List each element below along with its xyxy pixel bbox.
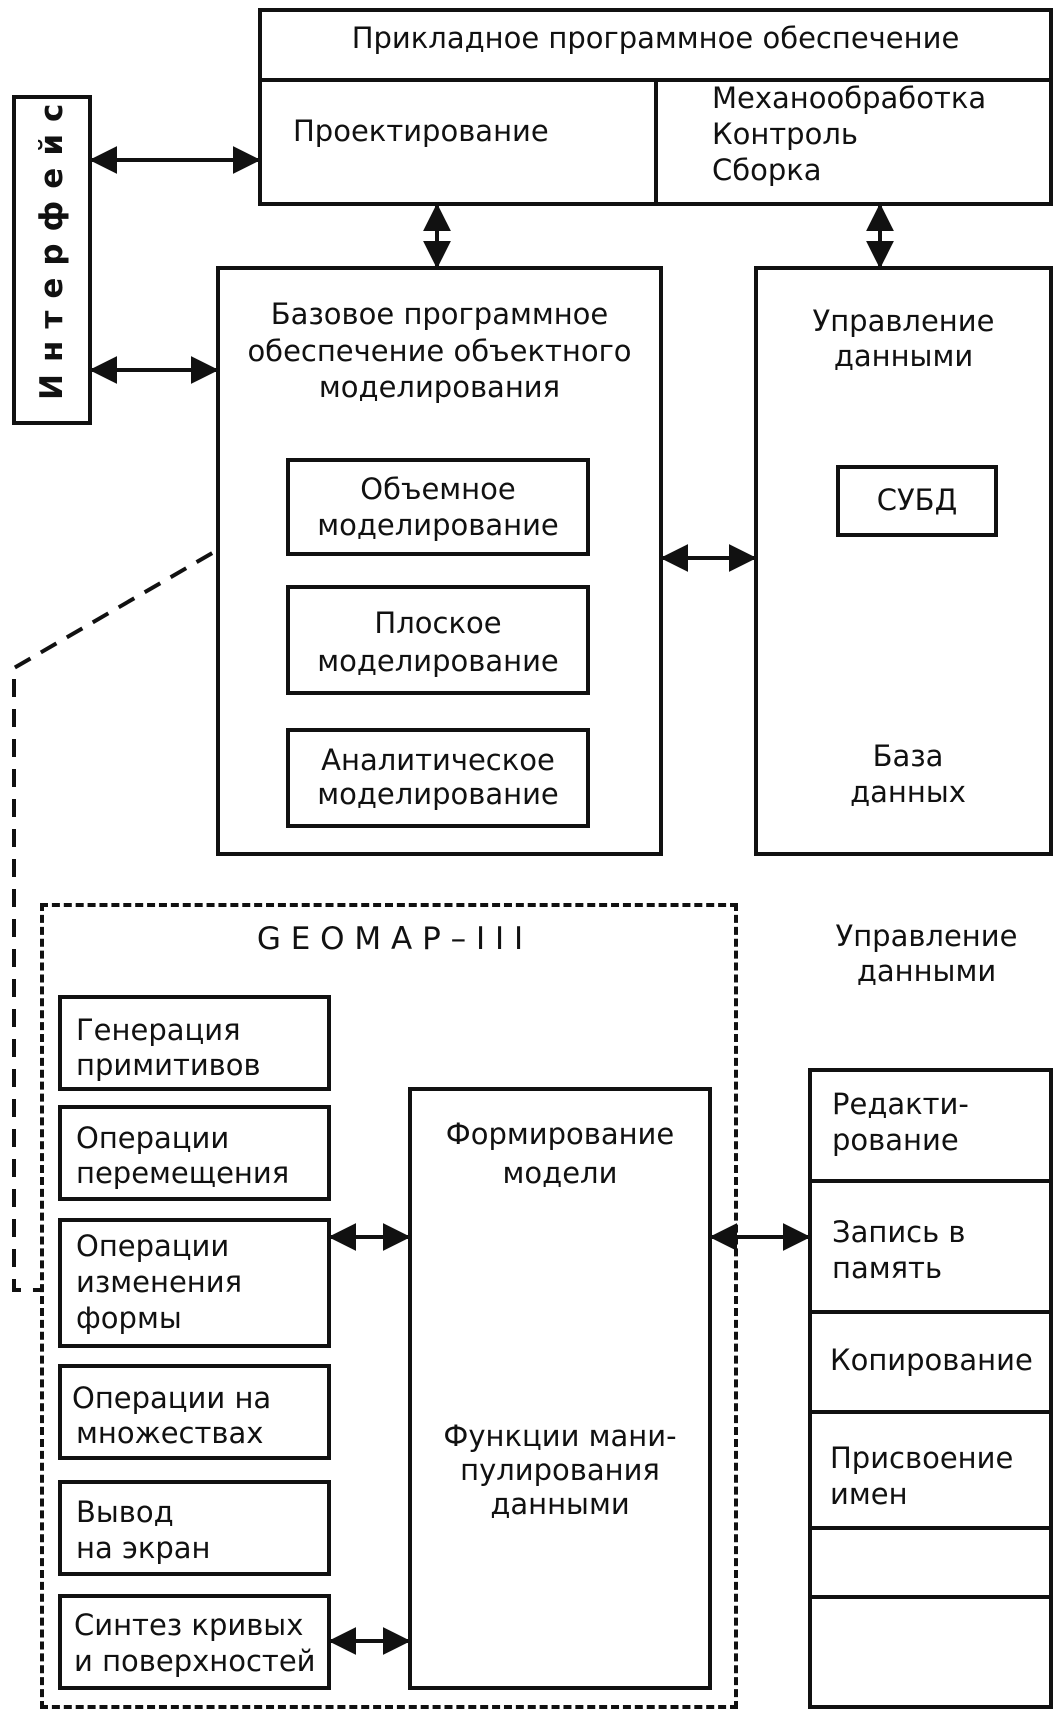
primitives-line2: примитивов	[76, 1048, 261, 1082]
shape-ops-line3: формы	[76, 1301, 182, 1335]
applied-software-title: Прикладное программное обеспечение	[351, 21, 960, 55]
right-panel-box	[808, 1068, 1053, 1709]
shape-ops-line1: Операции	[76, 1229, 230, 1263]
primitives-box	[58, 995, 331, 1091]
set-ops-line2: множествах	[76, 1416, 264, 1450]
base-title-line1: Базовое программное	[270, 297, 609, 331]
primitives-line1: Генерация	[76, 1013, 241, 1047]
synthesis-line1: Синтез кривых	[74, 1608, 304, 1642]
database-line1: База	[872, 739, 944, 773]
right-title-line2: данными	[856, 954, 997, 988]
move-ops-line1: Операции	[76, 1121, 230, 1155]
manipulation-line2: пулирования	[460, 1453, 660, 1487]
set-ops-box	[58, 1364, 331, 1460]
flat-modeling-line2: моделирование	[317, 644, 559, 678]
copying-label: Копирование	[830, 1343, 1033, 1377]
shape-ops-line2: изменения	[76, 1265, 243, 1299]
interface-label: Интерфейс	[34, 91, 70, 400]
applied-software-box	[258, 8, 1053, 206]
right-title-line1: Управление	[835, 919, 1018, 953]
volume-modeling-box	[286, 458, 590, 556]
assembly-label: Сборка	[712, 153, 822, 187]
model-center-box	[408, 1087, 712, 1690]
write-memory-line2: память	[832, 1251, 943, 1285]
naming-line2: имен	[830, 1477, 908, 1511]
base-title-line2: обеспечение объектного	[247, 334, 632, 368]
screen-output-box	[58, 1480, 331, 1576]
shape-ops-box	[58, 1218, 331, 1348]
design-label: Проектирование	[293, 114, 549, 148]
volume-modeling-line2: моделирование	[317, 508, 559, 542]
interface-box	[12, 95, 92, 425]
dbms-box	[836, 465, 998, 537]
data-management-box	[754, 266, 1053, 856]
set-ops-line1: Операции на	[72, 1381, 272, 1415]
data-mgmt-title-line2: данными	[833, 339, 974, 373]
geomap-container	[40, 903, 738, 1709]
base-title-line3: моделирования	[318, 370, 561, 404]
screen-output-line2: на экран	[76, 1531, 211, 1565]
zoom-dashed-line	[12, 506, 292, 1292]
manipulation-line3: данными	[490, 1487, 630, 1521]
manipulation-line1: Функции мани-	[443, 1419, 677, 1453]
screen-output-line1: Вывод	[76, 1495, 174, 1529]
flat-modeling-line1: Плоское	[374, 606, 502, 640]
model-forming-line1: Формирование	[445, 1117, 675, 1151]
volume-modeling-line1: Объемное	[360, 472, 516, 506]
move-ops-line2: перемещения	[76, 1156, 290, 1190]
naming-line1: Присвоение	[830, 1441, 1014, 1475]
analytic-modeling-line2: моделирование	[317, 777, 559, 811]
model-forming-line2: модели	[502, 1156, 618, 1190]
synthesis-line2: и поверхностей	[74, 1644, 316, 1678]
editing-line1: Редакти-	[832, 1087, 969, 1121]
dbms-label: СУБД	[876, 483, 958, 517]
synthesis-box	[58, 1594, 331, 1690]
editing-line2: рование	[832, 1123, 959, 1157]
database-line2: данных	[850, 775, 966, 809]
control-label: Контроль	[712, 117, 858, 151]
analytic-modeling-box	[286, 728, 590, 828]
move-ops-box	[58, 1105, 331, 1201]
machining-label: Механообработка	[712, 81, 987, 115]
flat-modeling-box	[286, 585, 590, 695]
data-mgmt-title-line1: Управление	[812, 304, 995, 338]
analytic-modeling-line1: Аналитическое	[321, 743, 555, 777]
write-memory-line1: Запись в	[832, 1215, 966, 1249]
geomap-title: G E O M A P – I I I	[256, 921, 524, 957]
